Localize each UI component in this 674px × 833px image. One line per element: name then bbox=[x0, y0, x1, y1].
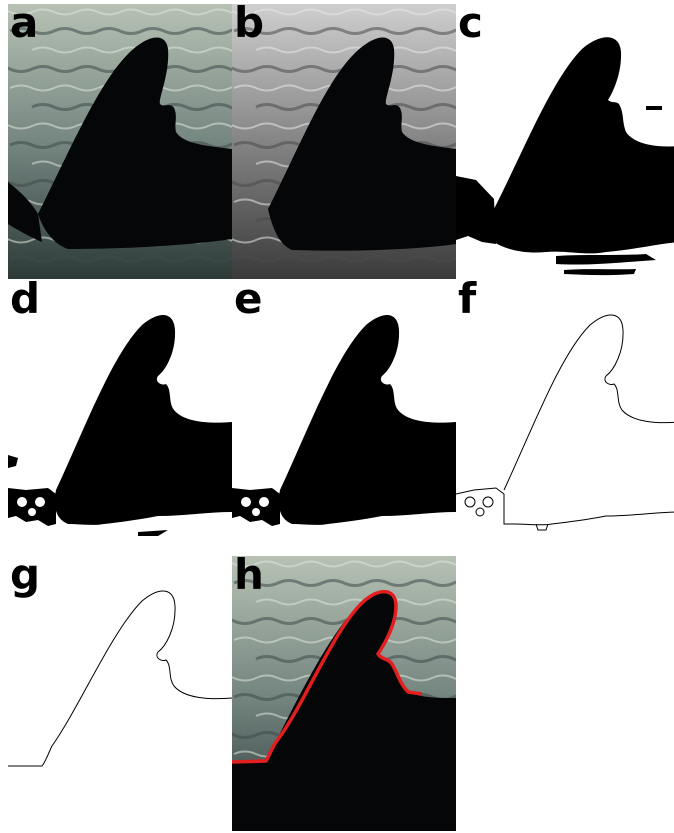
panel-c-threshold-binary: c bbox=[456, 4, 674, 279]
panel-g-fin-outline: g bbox=[8, 556, 232, 831]
panel-e-cleaned-binary: e bbox=[232, 280, 456, 555]
binary-hole bbox=[259, 497, 269, 507]
fin-grayscale-photo bbox=[232, 4, 456, 279]
binary-hole bbox=[252, 508, 260, 516]
fin-color-photo bbox=[8, 4, 232, 279]
fin-cleaned-binary bbox=[232, 280, 456, 555]
panel-label: f bbox=[458, 280, 476, 324]
fin-outline bbox=[8, 556, 232, 831]
panel-a-color-photo: a bbox=[8, 4, 232, 279]
binary-hole bbox=[241, 497, 251, 507]
panel-label: c bbox=[458, 4, 483, 48]
panel-label: d bbox=[10, 280, 40, 324]
binary-hole bbox=[28, 508, 36, 516]
panel-label: g bbox=[10, 556, 40, 600]
panel-label: h bbox=[234, 556, 264, 600]
panel-label: e bbox=[234, 280, 263, 324]
panel-b-grayscale-photo: b bbox=[232, 4, 456, 279]
background bbox=[8, 556, 232, 831]
panel-d-cleaned-binary: d bbox=[8, 280, 232, 555]
binary-hole bbox=[17, 497, 27, 507]
panel-label: b bbox=[234, 4, 264, 48]
binary-hole bbox=[35, 497, 45, 507]
panel-label: a bbox=[10, 4, 38, 48]
fin-edge-outline bbox=[456, 280, 674, 555]
threshold-noise bbox=[646, 106, 662, 110]
panel-h-photo-with-contour: h bbox=[232, 556, 456, 831]
panel-f-edge-outline: f bbox=[456, 280, 674, 555]
fin-cleaned-binary bbox=[8, 280, 232, 555]
threshold-noise bbox=[564, 269, 636, 275]
fin-threshold-binary bbox=[456, 4, 674, 279]
fin-photo-with-contour bbox=[232, 556, 456, 831]
